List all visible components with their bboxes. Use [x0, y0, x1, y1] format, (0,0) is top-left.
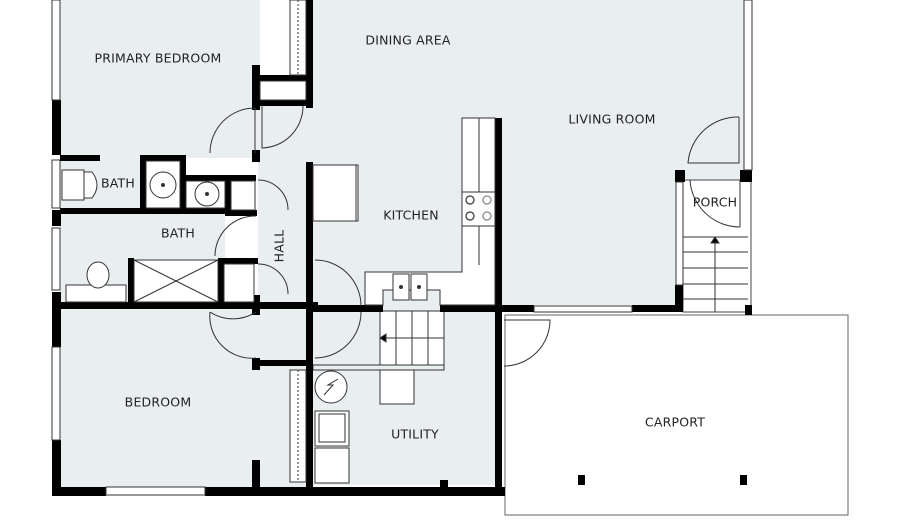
room-label-primary-bedroom: PRIMARY BEDROOM: [94, 50, 222, 66]
room-label-hall: HALL: [271, 229, 287, 263]
bath-fixtures: [61, 160, 226, 303]
porch-stairs: [683, 236, 748, 312]
room-label-utility: UTILITY: [391, 426, 439, 442]
room-label-porch: PORCH: [692, 194, 738, 210]
room-label-living-room: LIVING ROOM: [568, 111, 656, 127]
room-label-bath-1: BATH: [101, 175, 135, 191]
walls: [51, 0, 753, 496]
room-label-bath-2: BATH: [161, 225, 195, 241]
kitchen-counters: [312, 117, 496, 306]
utility-fixtures: [314, 370, 350, 484]
room-label-carport: CARPORT: [644, 414, 706, 430]
interior-stairs: [312, 310, 445, 405]
room-label-dining-area: DINING AREA: [365, 32, 451, 48]
room-label-bedroom: BEDROOM: [124, 394, 192, 410]
room-label-kitchen: KITCHEN: [383, 207, 439, 223]
doors: [209, 105, 741, 367]
closets: [223, 0, 307, 483]
